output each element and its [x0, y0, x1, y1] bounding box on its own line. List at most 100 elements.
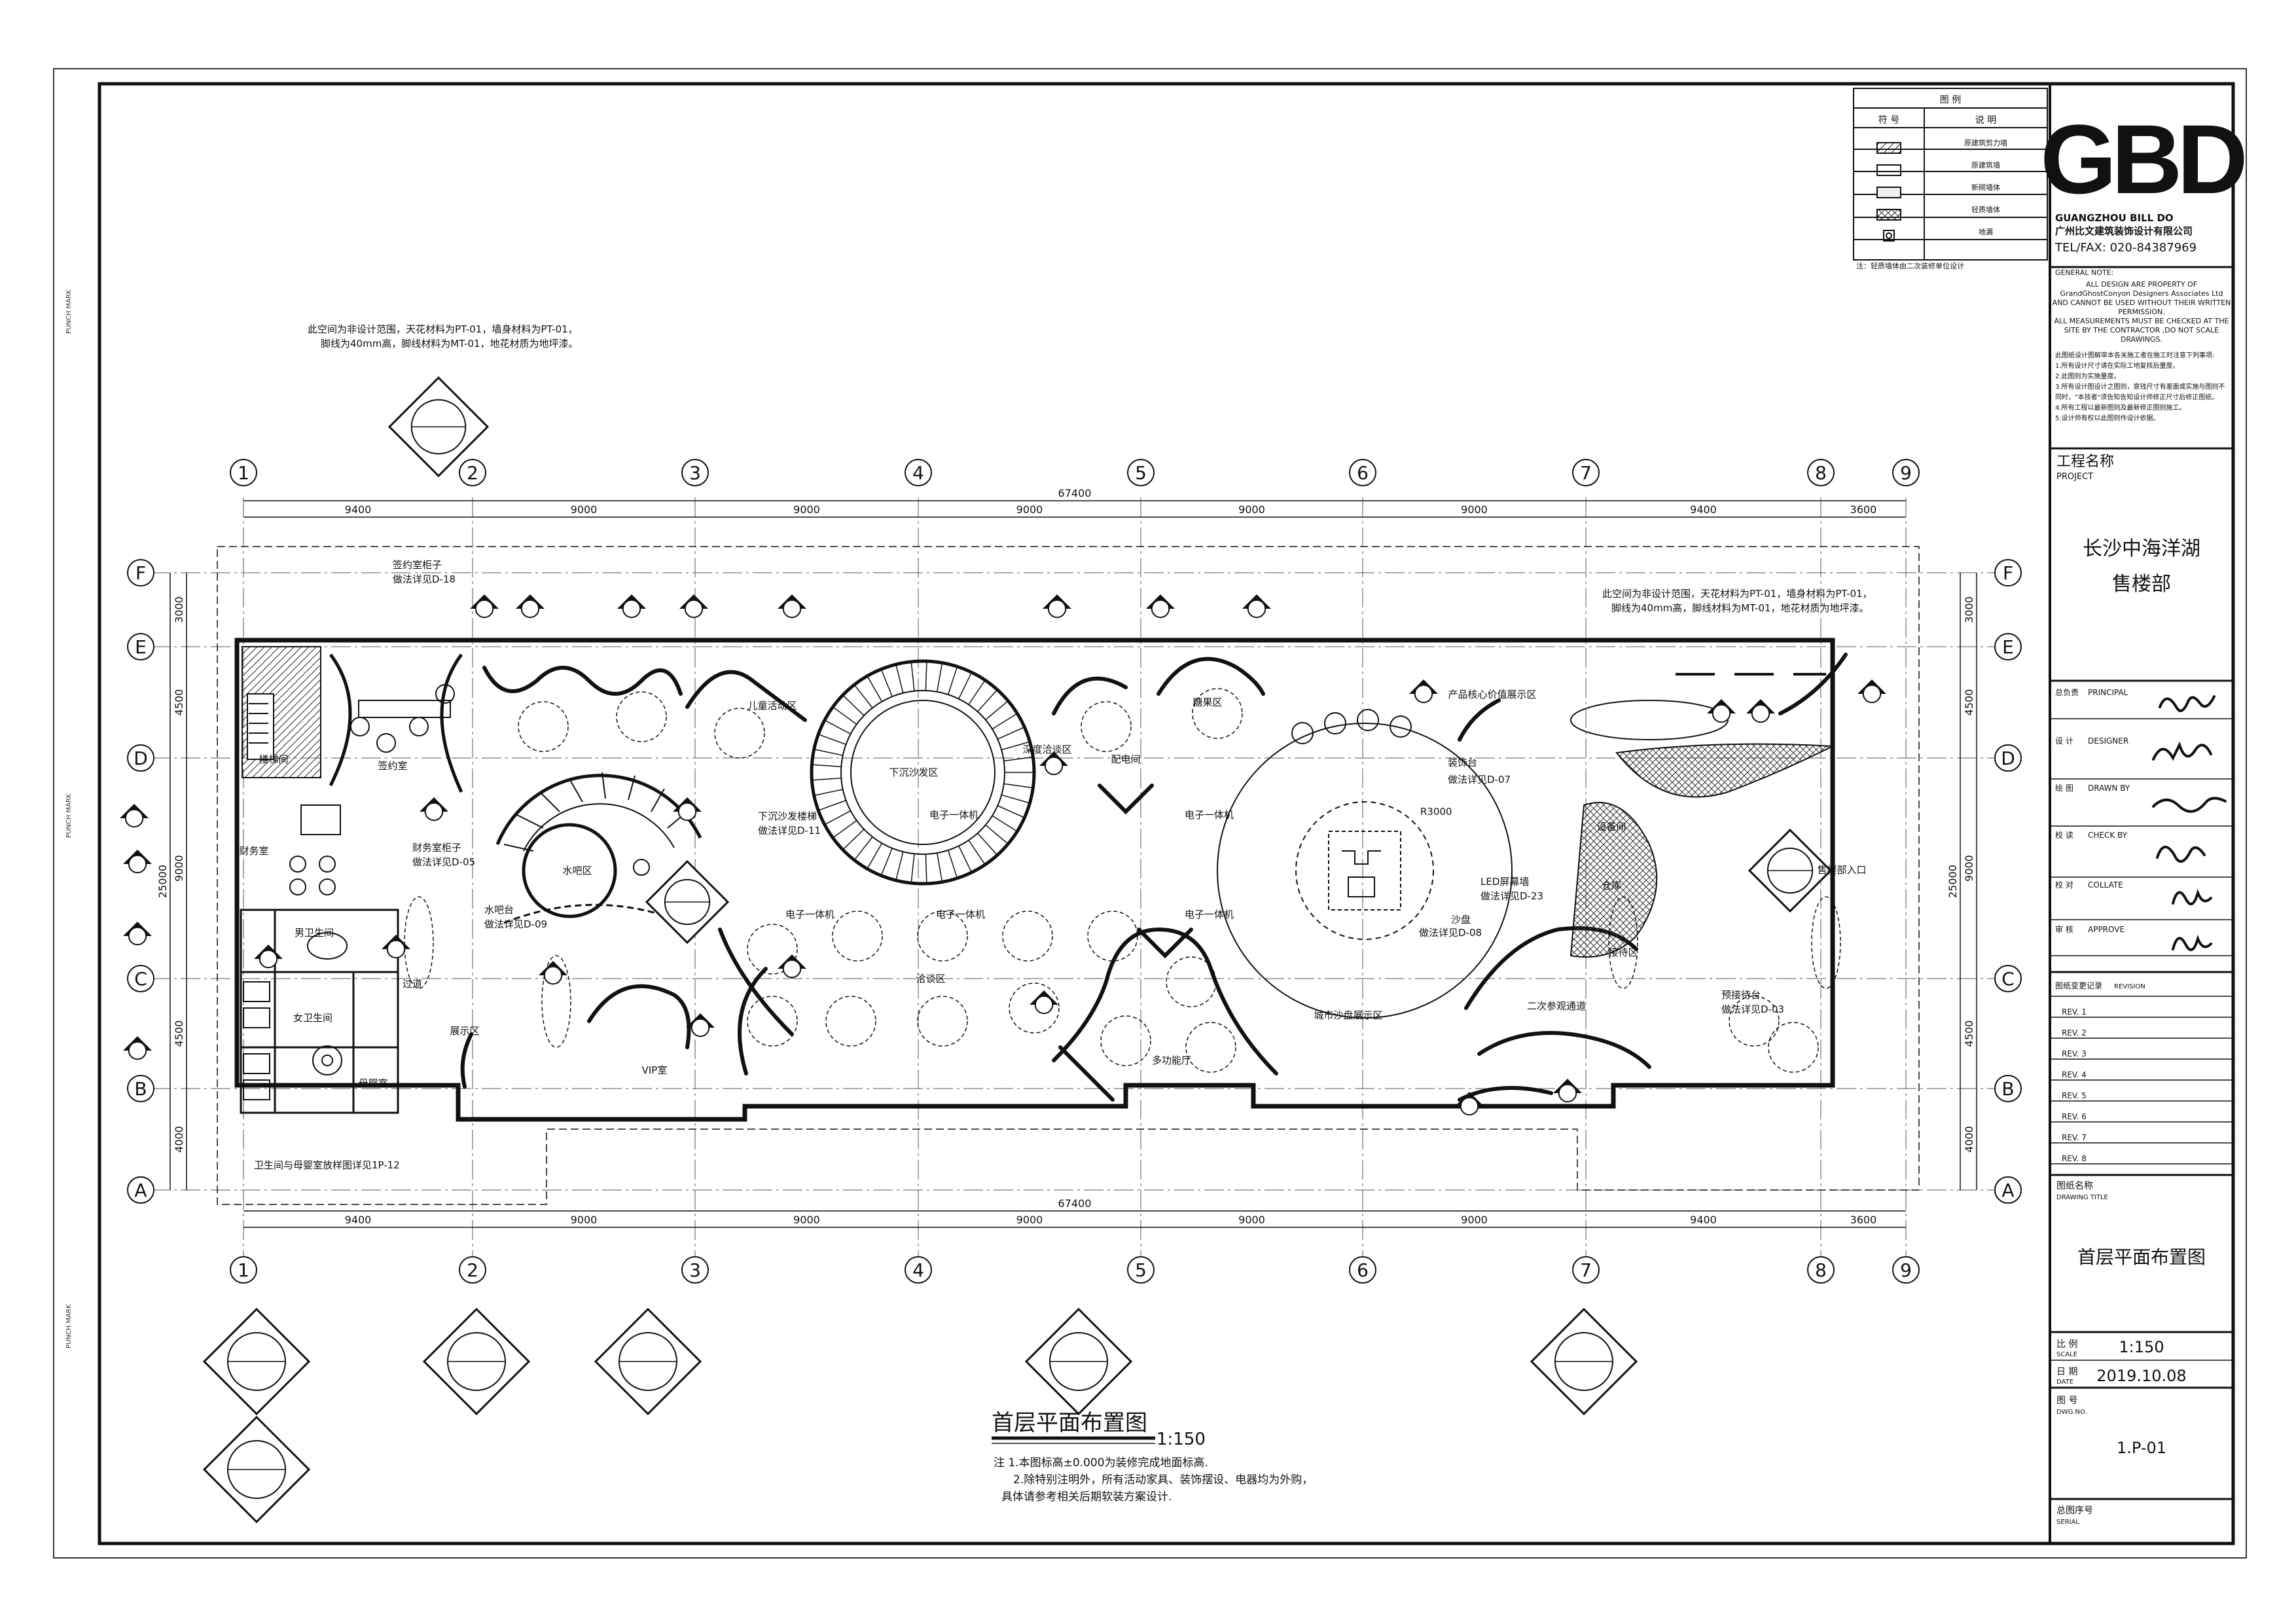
display-plinth [1608, 896, 1638, 989]
annotation-deco-table-ref: 做法详见D-07 [1448, 774, 1511, 785]
elevation-marker-circle [782, 599, 802, 619]
grid-label-row: B [134, 1078, 147, 1100]
grid-label-col: 1 [238, 1259, 249, 1281]
grid-label-row: C [2001, 968, 2015, 990]
display-plinth [1811, 896, 1841, 989]
cn-note-7: 5.设计师有权以此图则作设计依据。 [2055, 414, 2160, 422]
elevation-marker-circle [1712, 704, 1731, 723]
annotation-scope-2: 脚线为40mm高，脚线材料为MT-01，地花材质为地坪漆。 [321, 338, 579, 350]
sofa-riser [936, 852, 943, 882]
furniture-circles [404, 688, 1841, 1073]
annotation-water-bar-ref: 做法详见D-09 [484, 918, 547, 930]
grid-label-row: F [2003, 562, 2013, 584]
cn-note-3: 2.此图则为实施量度。 [2055, 372, 2121, 380]
dim-bay-height: 3000 [1963, 596, 1975, 623]
sofa-riser [812, 777, 842, 781]
sofa-riser [910, 661, 915, 691]
legend-row-2: 原建筑墙 [1971, 160, 2000, 170]
sig-approve-cn: 审 核 [2055, 924, 2073, 934]
grid-label-row: A [2001, 1180, 2014, 1201]
grid-bubble-row [1994, 744, 2022, 772]
sofa-riser [910, 854, 915, 884]
sofa-riser [925, 854, 927, 884]
room-label: 接待区 [1608, 947, 1638, 958]
annotation-scope-1: 此空间为非设计范围，天花材料为PT-01，墙身材料为PT-01， [308, 323, 578, 335]
grid-label-row: A [134, 1180, 147, 1201]
grid-label-col: 4 [912, 462, 924, 484]
elevation-marker-icon [1707, 699, 1736, 723]
sofa-riser [812, 764, 842, 768]
elevation-marker-circle [1862, 684, 1882, 704]
note-1: 注 1.本图标高±0.000为装修完成地面标高. [994, 1456, 1208, 1470]
grid-label-col: 3 [689, 1259, 701, 1281]
annotation-sofa-stair-ref: 做法详见D-11 [758, 825, 821, 837]
sig-principal-cn: 总负责 [2055, 688, 2079, 697]
sunken-sofa-area [810, 659, 1036, 886]
dim-bay-width: 9400 [345, 503, 372, 516]
room-label: 财务室 [239, 845, 268, 857]
sofa-riser [958, 846, 973, 873]
annotation-pre-reception: 预接待台 [1721, 989, 1761, 1001]
detail-marker-icon [387, 376, 490, 478]
elevation-marker-circle [622, 599, 641, 619]
annotation-kiosk-5: 电子一体机 [1185, 909, 1234, 920]
detail-markers [120, 376, 1886, 1524]
elevation-marker-icon [539, 961, 567, 985]
elevation-marker-icon [470, 594, 499, 619]
dim-bay-height: 9000 [173, 855, 185, 882]
dim-bay-height: 4500 [1963, 689, 1975, 716]
room-label: 女卫生间 [293, 1012, 332, 1024]
sofa-riser [867, 676, 883, 702]
grid-bubble-col [459, 459, 486, 486]
elevation-marker-circle [424, 802, 444, 821]
elevation-marker-icon [516, 594, 545, 619]
grid-bubble-col [230, 1256, 257, 1284]
sofa-riser [997, 727, 1025, 740]
dim-bay-height: 3000 [173, 596, 185, 623]
title-block-date: 2019.10.08 [2096, 1367, 2186, 1385]
dim-bay-width: 9000 [1461, 503, 1488, 516]
seating-group [917, 996, 968, 1047]
cn-note-5: 同时，"本技者"须告知告知设计师修正尺寸后修正图纸。 [2055, 393, 2218, 401]
sofa-riser [814, 748, 843, 756]
project-label-cn: 工程名称 [2056, 454, 2114, 470]
grid-label-col: 9 [1900, 462, 1912, 484]
elevation-marker-icon [1857, 679, 1886, 704]
grid-label-col: 6 [1357, 462, 1369, 484]
detail-marker-icon [202, 1307, 311, 1416]
room-label: 仓库 [1602, 880, 1621, 892]
annotation-signing-cabinet: 签约室柜子 [393, 559, 442, 571]
dim-bay-height: 4500 [173, 689, 185, 716]
elevation-marker-icon [1039, 751, 1068, 776]
grid-bubble-col [905, 1256, 932, 1284]
seating-group [825, 996, 876, 1047]
seating-group [1081, 701, 1132, 752]
annotation-deco-table: 装饰台 [1448, 757, 1477, 768]
dim-bay-height: 4000 [1963, 1126, 1975, 1153]
detail-marker-icon [1748, 828, 1833, 913]
elevation-marker-circle [520, 599, 540, 619]
revision-label: 图纸变更记录 [2055, 981, 2102, 990]
sig-designer-cn: 设 计 [2055, 736, 2073, 746]
drawing-title-label-en: DRAWING TITLE [2056, 1194, 2108, 1201]
dim-total-width: 67400 [1058, 487, 1092, 499]
general-note-2: GrandGhostConyon Designers Associates Lt… [2060, 289, 2223, 298]
elevation-marker-icon [420, 797, 448, 821]
sofa-riser [997, 805, 1025, 818]
elevation-marker-icon [1030, 990, 1058, 1015]
sofa-riser [867, 842, 883, 869]
room-label: 签约室 [378, 760, 407, 772]
sofa-riser [958, 672, 973, 699]
elevation-marker-circle [475, 599, 494, 619]
room-label: VIP室 [642, 1064, 668, 1076]
rev-1: REV. 1 [2062, 1007, 2087, 1017]
elevation-marker-icon [617, 594, 646, 619]
company-name-cn: 广州比文建筑装饰设计有限公司 [2055, 225, 2193, 237]
seating-group [832, 911, 883, 962]
handwritten-signatures [2152, 695, 2227, 951]
rev-7: REV. 7 [2062, 1133, 2087, 1142]
dim-bay-width: 9000 [1016, 1214, 1043, 1226]
sig-check-cn: 校 读 [2055, 830, 2073, 840]
room-label: 配电间 [1111, 753, 1140, 765]
annotation-kiosk-3: 电子一体机 [785, 909, 834, 920]
